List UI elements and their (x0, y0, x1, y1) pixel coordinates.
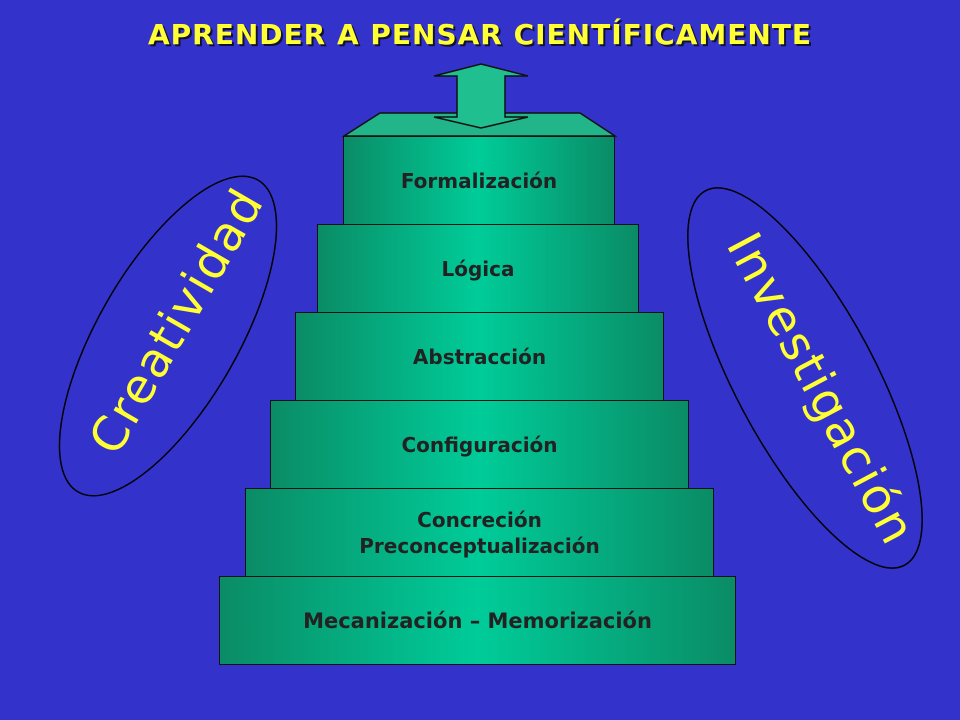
investigacion-ellipse (687, 187, 923, 569)
level-mecanizacion-memorizacion: Mecanización – Memorización (219, 576, 736, 665)
level-abstraccion: Abstracción (295, 312, 664, 401)
level-formalizacion: Formalización (343, 136, 615, 225)
level-logica: Lógica (317, 224, 639, 313)
page-title: APRENDER A PENSAR CIENTÍFICAMENTE (147, 18, 813, 51)
level-configuracion: Configuración (270, 400, 689, 489)
creatividad-ellipse (58, 175, 278, 497)
level-concrecion-preconceptualizacion: Concreción Preconceptualización (245, 488, 714, 577)
double-arrow-icon (433, 63, 529, 129)
